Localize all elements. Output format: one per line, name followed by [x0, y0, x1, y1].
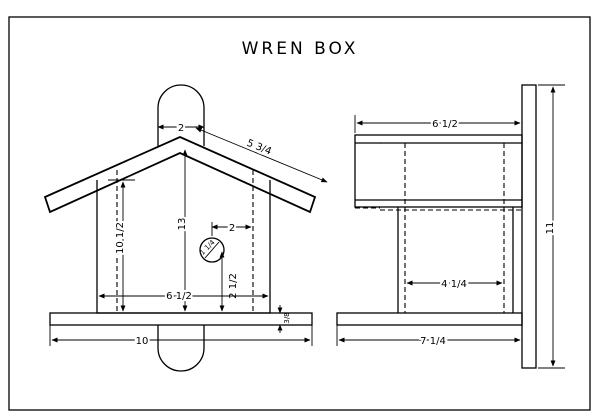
entrance-hole — [199, 237, 225, 263]
dim-side-height: 10 1/2 — [115, 222, 126, 254]
dim-hole-offset: 2 — [229, 223, 235, 234]
dim-inner-depth: 4 1/4 — [441, 279, 467, 290]
side-base — [336, 312, 523, 326]
dim-base-width: 10 — [136, 336, 149, 347]
front-roof — [43, 136, 317, 214]
side-view: 6 1/2 4 1/4 7 1/4 11 — [336, 84, 565, 369]
post-bottom — [157, 325, 205, 372]
dim-hole-height: 2 1/2 — [228, 273, 239, 299]
dim-base-depth: 7 1/4 — [420, 336, 446, 347]
front-base — [49, 312, 313, 326]
dim-roof-length: 5 3/4 — [245, 138, 273, 158]
dim-top-width: 2 — [178, 123, 184, 134]
dim-inner-width: 6 1/2 — [166, 291, 192, 302]
dim-depth-top: 6 1/2 — [432, 119, 458, 130]
drawing-border — [8, 16, 591, 411]
dim-total-height: 13 — [177, 218, 188, 231]
dim-post-height: 11 — [545, 222, 556, 235]
side-roof — [354, 134, 523, 208]
post-top — [157, 84, 205, 146]
front-view: 2 5 3/4 10 1/2 13 2 1 1/4 2 1/2 6 1/2 3/… — [43, 84, 328, 372]
drawing-title: WREN BOX — [242, 39, 359, 59]
side-post — [521, 84, 537, 369]
dim-base-thickness: 3/8 — [283, 312, 291, 323]
